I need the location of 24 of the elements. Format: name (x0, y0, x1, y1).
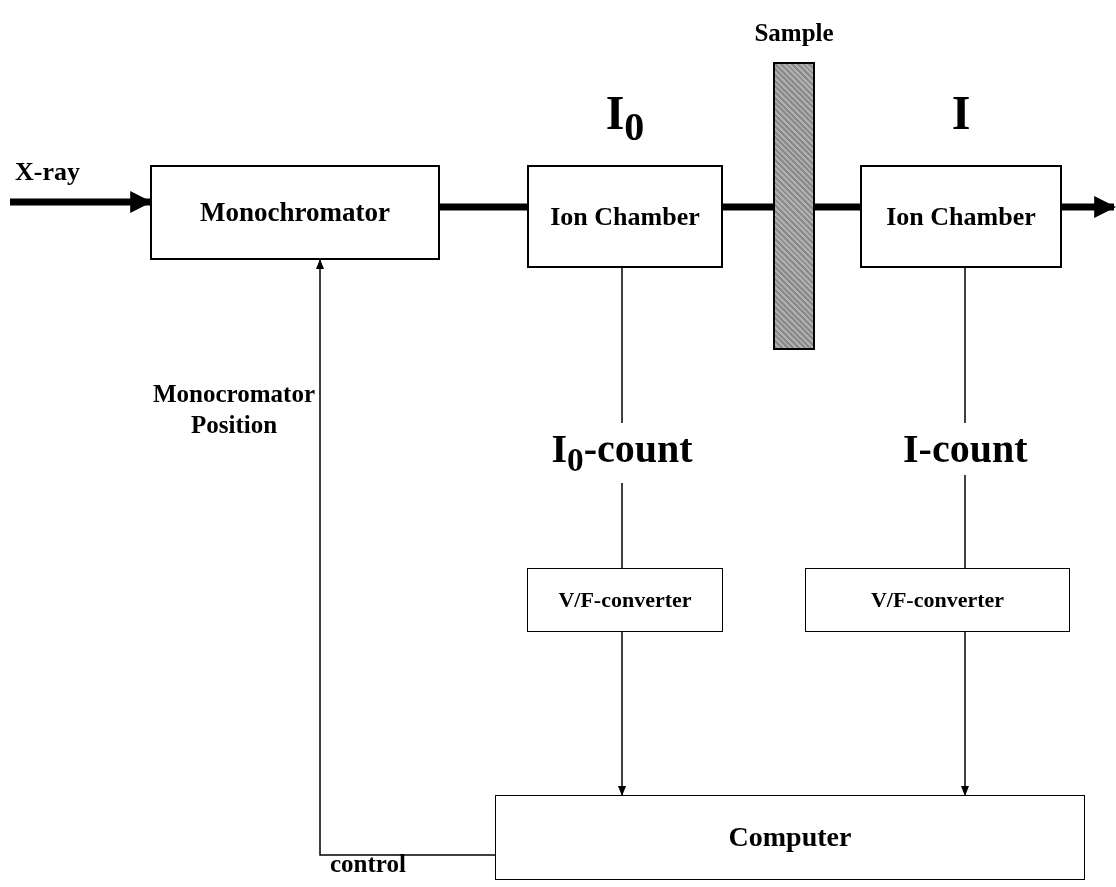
edge-label: X-ray (15, 158, 80, 187)
box-label: V/F-converter (557, 587, 693, 613)
process-box (150, 165, 440, 260)
box-label: Computer (727, 821, 853, 854)
edge-label: I$_{0}$-count (551, 423, 693, 483)
arrow (961, 631, 969, 796)
connector-line (723, 203, 773, 211)
box-label: Ion Chamber (885, 201, 1037, 232)
process-box (527, 568, 723, 632)
heading: I (951, 89, 971, 137)
arrow (1062, 196, 1116, 218)
box-label: Ion Chamber (549, 201, 701, 232)
process-box (805, 568, 1070, 632)
heading: Sample (754, 20, 834, 45)
box-label: Monochromator (199, 196, 391, 228)
heading: I$_{0}$ (605, 89, 645, 147)
arrow (618, 631, 626, 796)
connector-line (815, 203, 860, 211)
box-label: V/F-converter (869, 587, 1006, 613)
edge-label: I-count (903, 423, 1028, 475)
connector-line (440, 203, 527, 211)
arrow (316, 259, 496, 856)
process-box (495, 795, 1085, 880)
edge-label: control (330, 850, 406, 878)
